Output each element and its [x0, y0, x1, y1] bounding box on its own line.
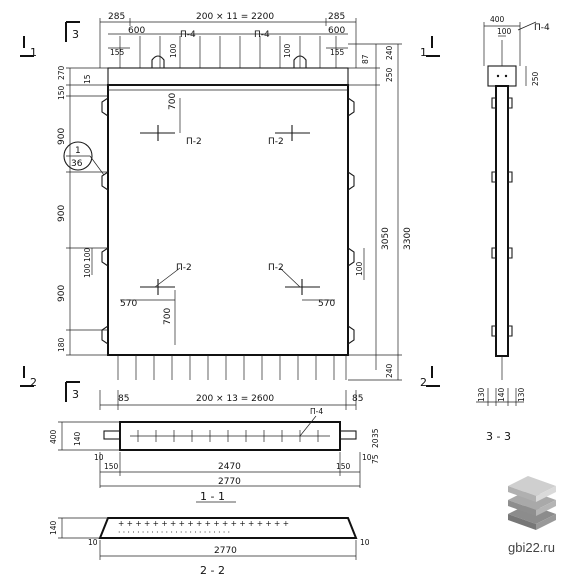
section-3-3-head	[487, 65, 517, 87]
section-mark-1-left: 1	[30, 46, 37, 59]
plan-1-1-dim-2470: 2470	[218, 462, 241, 472]
watermark-text: gbi22.ru	[508, 540, 555, 555]
logo-block-top	[508, 476, 556, 496]
lifting-loop-right	[293, 55, 307, 68]
plan-1-1-title: 1 - 1	[200, 490, 225, 503]
plan-2-2: + + + + + + + + + + + + + + + + + + + + …	[49, 517, 370, 575]
plan-1-1-dim-35: 35	[371, 428, 380, 438]
mark-p4-right: П-4	[254, 30, 270, 40]
dim-right-3050: 3050	[381, 227, 391, 250]
dim-600-right: 600	[328, 26, 345, 36]
top-band	[107, 67, 349, 86]
svg-text:+ + + + + + + + + + + + + + +: + + + + + + + + + + + + + + + + + + + +	[118, 519, 289, 528]
section-3-3-dim-250: 250	[531, 71, 540, 86]
embedded-plates	[140, 125, 320, 295]
mark-p4-left: П-4	[180, 30, 196, 40]
plan-1-1-dim-150-right: 150	[336, 462, 351, 471]
section-mark-2-left: 2	[30, 376, 37, 389]
node-ref-top: 1	[75, 146, 81, 156]
dim-right-240-top: 240	[385, 45, 394, 60]
plan-1-1-rebar-grid	[130, 430, 330, 442]
dim-700-bottom: 700	[163, 308, 173, 325]
section-3-3-mark: П-4	[534, 23, 550, 33]
section-mark-2-right: 2	[420, 376, 427, 389]
dim-bottom-200x13: 200 × 13 = 2600	[196, 394, 274, 404]
site-logo	[508, 476, 556, 530]
dim-left-150: 150	[57, 85, 66, 100]
dim-155-right: 155	[330, 48, 345, 57]
dim-570-right: 570	[318, 299, 335, 309]
plan-2-2-dim-10-left: 10	[88, 538, 98, 547]
dim-155-left: 155	[110, 48, 125, 57]
section-3-3-dim-130-right: 130	[517, 387, 526, 402]
dim-right-87: 87	[361, 54, 370, 64]
section-3-3-body	[495, 85, 509, 357]
dim-bottom-85-right: 85	[352, 394, 363, 404]
bottom-rebar-ends	[117, 355, 347, 380]
dim-left-15: 15	[83, 74, 92, 84]
section-3-3-dim-100: 100	[497, 27, 512, 36]
plan-1-1-dim-2770: 2770	[218, 477, 241, 487]
dim-left-900-c: 900	[57, 285, 67, 302]
svg-text:· · · · · · · · · · · · · · ·: · · · · · · · · · · · · · · · · · · · · …	[118, 528, 230, 537]
plan-2-2-outline	[98, 517, 358, 539]
section-3-3-dim-130-left: 130	[477, 387, 486, 402]
section-3-3-dim-140: 140	[497, 387, 506, 402]
dim-right-3300: 3300	[403, 227, 413, 250]
plan-1-1-dim-400: 400	[49, 429, 58, 444]
node-ref-bottom: 36	[71, 159, 83, 169]
dim-100-left: 100	[169, 43, 178, 58]
plan-1-1: П-4 400 140 75 20 35 10 150 2470 150 10 …	[49, 407, 380, 503]
dim-700-top: 700	[168, 93, 178, 110]
dim-100-right: 100	[283, 43, 292, 58]
dim-600-left: 600	[128, 26, 145, 36]
plan-1-1-dim-140: 140	[73, 431, 82, 446]
section-3-3: П-4 400 100 250 130 140 130 3 - 3	[476, 15, 550, 443]
section-mark-1-right: 1	[420, 46, 427, 59]
dim-right-250: 250	[385, 67, 394, 82]
mark-p2-tr: П-2	[268, 137, 284, 147]
plan-2-2-holes: + + + + + + + + + + + + + + + + + + + + …	[118, 519, 289, 537]
node-reference-circle	[63, 141, 93, 171]
side-keys	[101, 97, 355, 345]
lifting-loop-left	[151, 55, 165, 68]
dim-right-100: 100	[355, 261, 364, 276]
dim-bottom-85-left: 85	[118, 394, 129, 404]
front-view: П-2 П-2 П-2 П-2 П-4 П-4 700 700 570 570 …	[20, 12, 440, 410]
section-mark-3-top: 3	[72, 28, 79, 41]
top-rebar-ends	[119, 36, 337, 68]
dim-left-270: 270	[57, 65, 66, 80]
mark-p2-bl: П-2	[176, 263, 192, 273]
mark-p2-tl: П-2	[186, 137, 202, 147]
dim-left-900-a: 900	[57, 128, 67, 145]
section-3-3-title: 3 - 3	[486, 430, 511, 443]
plan-2-2-title: 2 - 2	[200, 564, 225, 575]
plan-1-1-dim-20: 20	[371, 438, 380, 448]
plan-2-2-dim-2770: 2770	[214, 546, 237, 556]
plan-2-2-dim-10-right: 10	[360, 538, 370, 547]
dim-left-100-b: 100	[83, 263, 92, 278]
plan-1-1-dim-75: 75	[371, 454, 380, 464]
dim-right-240-bottom: 240	[385, 363, 394, 378]
panel-outline	[107, 84, 349, 356]
plan-2-2-dim-140: 140	[49, 520, 58, 535]
plan-1-1-dim-10-right: 10	[362, 453, 372, 462]
dim-285-right: 285	[328, 12, 345, 22]
section-mark-3-bottom: 3	[72, 388, 79, 401]
dim-left-900-b: 900	[57, 205, 67, 222]
dim-200x11: 200 × 11 = 2200	[196, 12, 274, 22]
dim-285-left: 285	[108, 12, 125, 22]
plan-1-1-dim-10-left: 10	[94, 453, 104, 462]
mark-p2-br: П-2	[268, 263, 284, 273]
section-3-3-dim-400: 400	[490, 15, 505, 24]
plan-1-1-mark: П-4	[310, 407, 323, 416]
dim-left-180: 180	[57, 337, 66, 352]
dim-left-100-a: 100	[83, 247, 92, 262]
plan-1-1-dim-150-left: 150	[104, 462, 119, 471]
dim-570-left: 570	[120, 299, 137, 309]
